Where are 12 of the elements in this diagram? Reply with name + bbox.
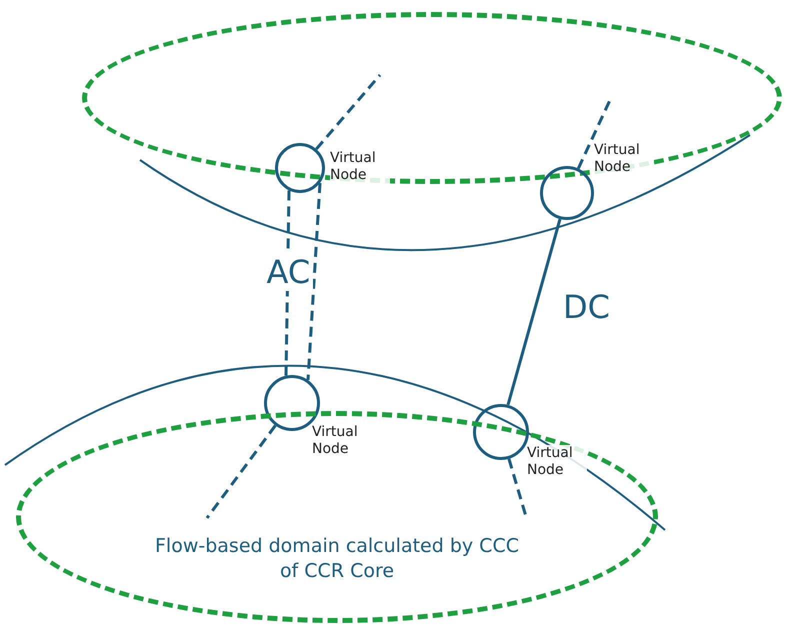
node-label: Virtual Node bbox=[330, 150, 390, 184]
connector-line bbox=[315, 74, 382, 150]
domain-label: Flow-based domain calculated by CCC of CCR Core bbox=[154, 534, 520, 584]
node-label: Virtual Node bbox=[594, 142, 654, 176]
connector-line bbox=[506, 218, 562, 406]
connector-line bbox=[306, 182, 322, 380]
connector-line bbox=[206, 424, 277, 519]
virtual-node-circle bbox=[540, 166, 594, 220]
virtual-node-circle bbox=[275, 143, 325, 193]
connector-line bbox=[576, 99, 612, 170]
edge-label: AC bbox=[264, 253, 314, 292]
domain-ellipse bbox=[16, 411, 658, 623]
